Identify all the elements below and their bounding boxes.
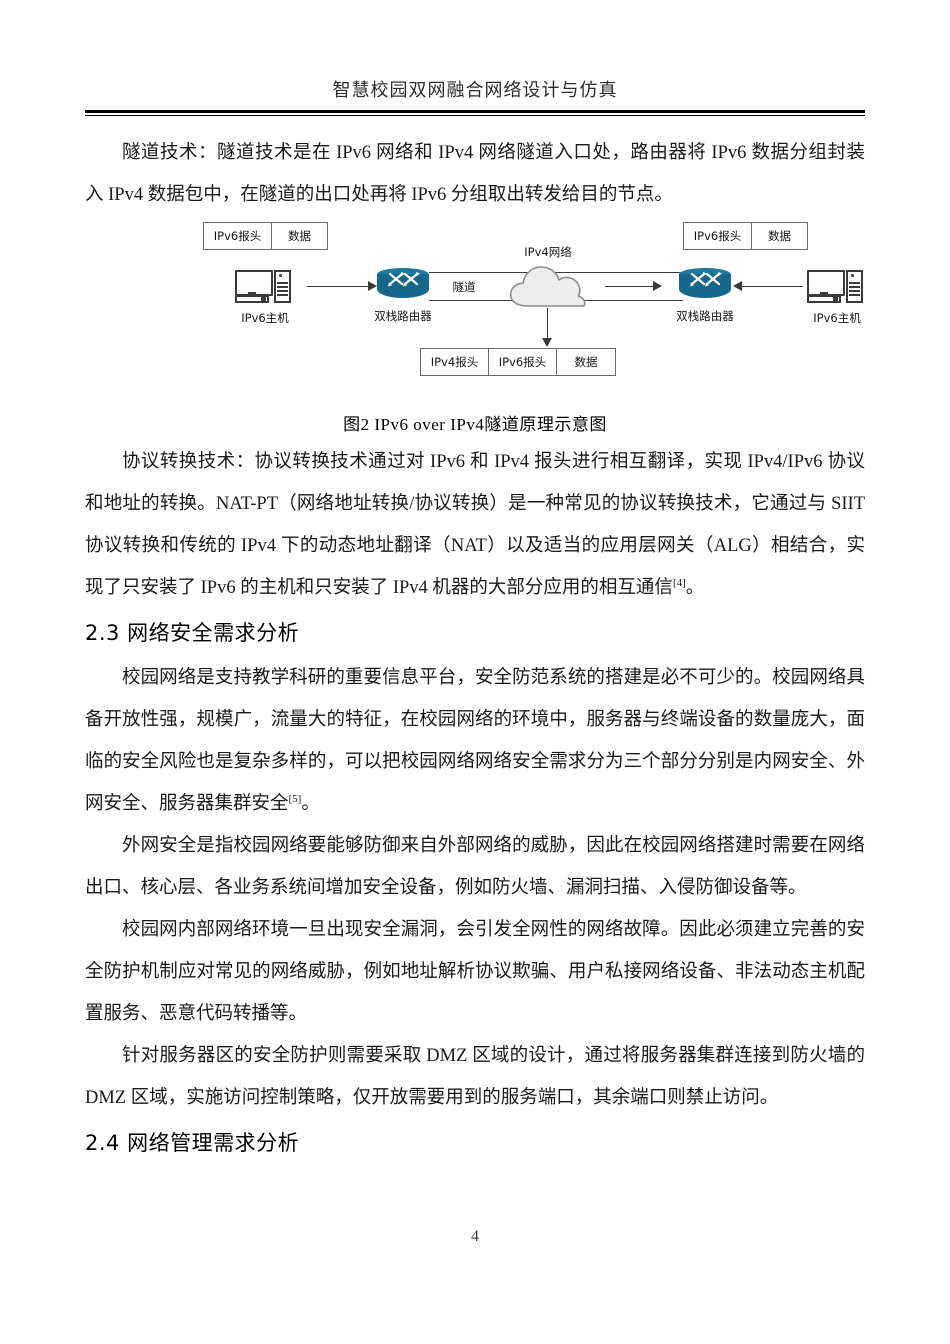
- page-number: 4: [471, 1228, 479, 1245]
- paragraph-external-security: 外网安全是指校园网络要能够防御来自外部网络的威胁，因此在校园网络搭建时需要在网络…: [85, 836, 865, 898]
- tower-slot-icon: [277, 286, 288, 288]
- monitor-stand-icon: [820, 292, 828, 295]
- header-rule-thick: [85, 110, 865, 113]
- left-host-icon: [235, 270, 295, 304]
- figure-ipv6-over-ipv4-tunnel: IPv6报头 数据 IPv6报头 数据 IPv6主机: [85, 222, 865, 407]
- monitor-stand-icon: [248, 292, 256, 295]
- encapsulation-drop-arrow: [542, 338, 552, 347]
- right-packet-cell-data: 数据: [768, 229, 791, 243]
- paragraph-campus-security: 校园网络是支持教学科研的重要信息平台，安全防范系统的搭建是必不可少的。校园网络具…: [85, 657, 865, 825]
- tower-slot-icon: [849, 286, 860, 288]
- citation-ref-5: [5]: [288, 792, 302, 805]
- left-dual-stack-router-icon: [377, 268, 429, 304]
- tower-led-icon: [279, 274, 282, 277]
- section-heading-2-4: 2.4 网络管理需求分析: [85, 1131, 300, 1155]
- encapsulation-drop-line: [547, 308, 548, 340]
- left-packet-cell-header: IPv6报头: [204, 223, 272, 249]
- header-rule-thin: [85, 115, 865, 116]
- campus-security-text: 校园网络是支持教学科研的重要信息平台，安全防范系统的搭建是必不可少的。校园网络具…: [85, 668, 865, 814]
- protocol-translation-period: 。: [685, 578, 705, 598]
- paragraph-tunnel-technology: 隧道技术：隧道技术是在 IPv6 网络和 IPv4 网络隧道入口处，路由器将 I…: [85, 143, 865, 205]
- left-link-line: [307, 286, 369, 287]
- tower-slot-icon: [849, 294, 860, 296]
- tunnel-label: 隧道: [452, 280, 476, 294]
- figure-caption: 图2 IPv6 over IPv4隧道原理示意图: [343, 415, 607, 434]
- router-arrows-icon: [690, 272, 722, 287]
- left-packet-box: IPv6报头 数据: [203, 222, 328, 250]
- encapsulated-cell-data: 数据: [574, 355, 598, 369]
- citation-ref-4: [4]: [672, 576, 686, 589]
- tower-slot-icon: [277, 290, 288, 292]
- keyboard-icon: [807, 295, 841, 303]
- tower-slot-icon: [277, 282, 288, 284]
- tunnel-rail-top: [429, 272, 683, 273]
- right-host-label: IPv6主机: [813, 311, 861, 325]
- right-router-label: 双栈路由器: [676, 309, 734, 323]
- left-router-label: 双栈路由器: [374, 309, 432, 323]
- tunnel-direction-line: [605, 286, 655, 287]
- right-packet-box: IPv6报头 数据: [683, 222, 808, 250]
- tower-slot-icon: [277, 294, 288, 296]
- right-host-icon: [807, 270, 867, 304]
- right-dual-stack-router-icon: [679, 268, 731, 304]
- left-link-arrow: [368, 281, 377, 291]
- paragraph-internal-security: 校园网内部网络环境一旦出现安全漏洞，会引发全网性的网络故障。因此必须建立完善的安…: [85, 920, 865, 1024]
- right-link-arrow: [733, 281, 742, 291]
- router-body-icon: [679, 274, 731, 298]
- keyboard-dot-icon: [833, 297, 838, 301]
- paragraph-protocol-translation: 协议转换技术：协议转换技术通过对 IPv6 和 IPv4 报头进行相互翻译，实现…: [85, 441, 865, 609]
- keyboard-icon: [235, 295, 269, 303]
- encapsulated-packet-box: IPv4报头 IPv6报头 数据: [420, 348, 616, 376]
- running-header: 智慧校园双网融合网络设计与仿真: [85, 78, 865, 102]
- keyboard-dot-icon: [261, 297, 266, 301]
- left-host-label: IPv6主机: [241, 311, 289, 325]
- ipv4-network-cloud-icon: [505, 264, 591, 315]
- encapsulated-cell-ipv6-header: IPv6报头: [489, 349, 557, 375]
- tower-slot-icon: [849, 282, 860, 284]
- tunnel-direction-arrow: [653, 281, 662, 291]
- right-link-line: [741, 286, 803, 287]
- header-title: 智慧校园双网融合网络设计与仿真: [332, 80, 618, 100]
- tower-slot-icon: [849, 290, 860, 292]
- left-packet-cell-data: 数据: [288, 229, 311, 243]
- router-body-icon: [377, 274, 429, 298]
- protocol-translation-text: 协议转换技术：协议转换技术通过对 IPv6 和 IPv4 报头进行相互翻译，实现…: [85, 452, 865, 598]
- campus-security-period: 。: [301, 794, 320, 814]
- paragraph-dmz-security: 针对服务器区的安全防护则需要采取 DMZ 区域的设计，通过将服务器集群连接到防火…: [85, 1046, 865, 1108]
- right-packet-cell-header: IPv6报头: [684, 223, 752, 249]
- page-content: 隧道技术：隧道技术是在 IPv6 网络和 IPv4 网络隧道入口处，路由器将 I…: [85, 132, 865, 1167]
- cloud-label: IPv4网络: [524, 245, 572, 259]
- router-arrows-icon: [388, 272, 420, 287]
- section-heading-2-3: 2.3 网络安全需求分析: [85, 621, 300, 645]
- encapsulated-cell-ipv4-header: IPv4报头: [421, 349, 489, 375]
- tower-led-icon: [851, 274, 854, 277]
